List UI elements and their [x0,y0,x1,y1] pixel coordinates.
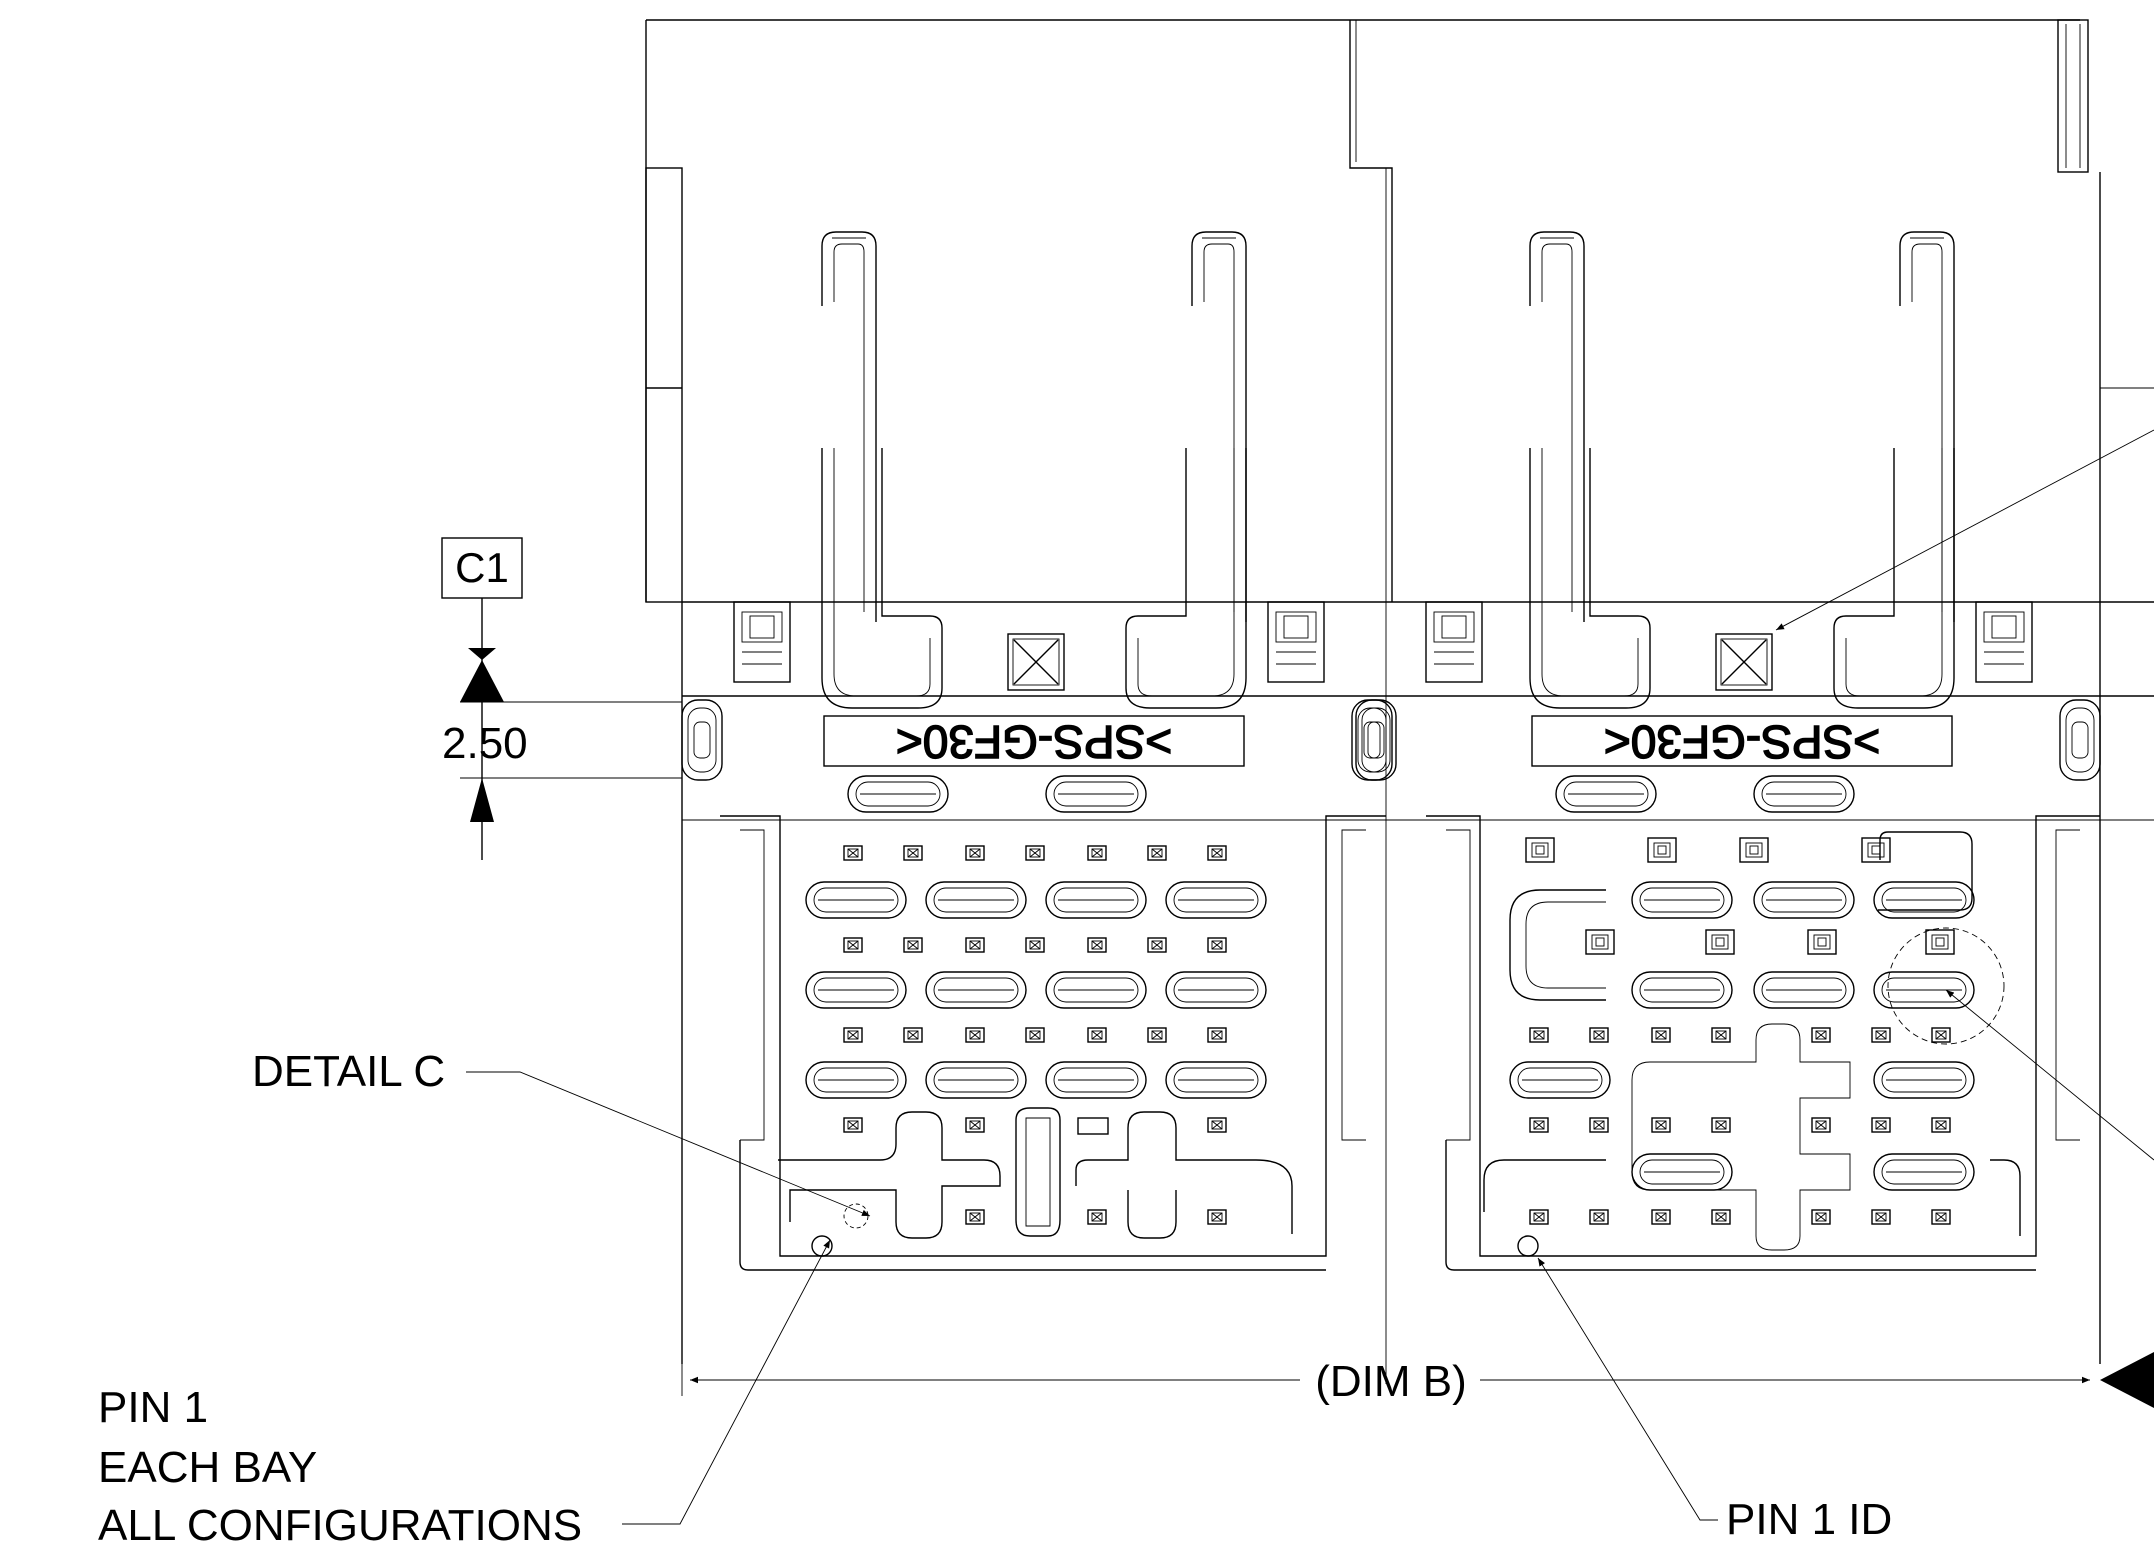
marking-text-right: >SPS-GF30< [1604,716,1880,768]
bay-right: >SPS-GF30< [1355,231,2101,1271]
detail-c-label: DETAIL C [252,1047,445,1096]
dim-value-2-50: 2.50 [442,719,528,768]
right-contact-grid [1483,831,2021,1257]
pin1-callout: PIN 1 EACH BAY ALL CONFIGURATIONS [98,1239,831,1550]
pin1-label-line1: PIN 1 [98,1383,208,1432]
bay-left: >SPS-GF30< [681,231,1393,1271]
detail-c-callout: DETAIL C [252,1047,871,1217]
pin1-id-callout: PIN 1 ID [1537,1257,1892,1544]
pin1-label-line2: EACH BAY [98,1443,317,1492]
pin1-id-label: PIN 1 ID [1726,1495,1892,1544]
datum-c1-callout: C1 2.50 [441,537,682,860]
pin1-label-line3: ALL CONFIGURATIONS [98,1501,582,1550]
left-contact-grid [778,845,1293,1257]
dim-arrow-icon [470,778,494,822]
datum-triangle-icon [460,660,504,702]
housing-body [645,19,2154,1384]
datum-c1-label: C1 [455,544,509,591]
dim-b-dimension: (DIM B) [681,1352,2154,1408]
right-leaders [1775,429,2154,1161]
marking-text-left: >SPS-GF30< [896,716,1172,768]
dim-b-label: (DIM B) [1315,1357,1467,1406]
